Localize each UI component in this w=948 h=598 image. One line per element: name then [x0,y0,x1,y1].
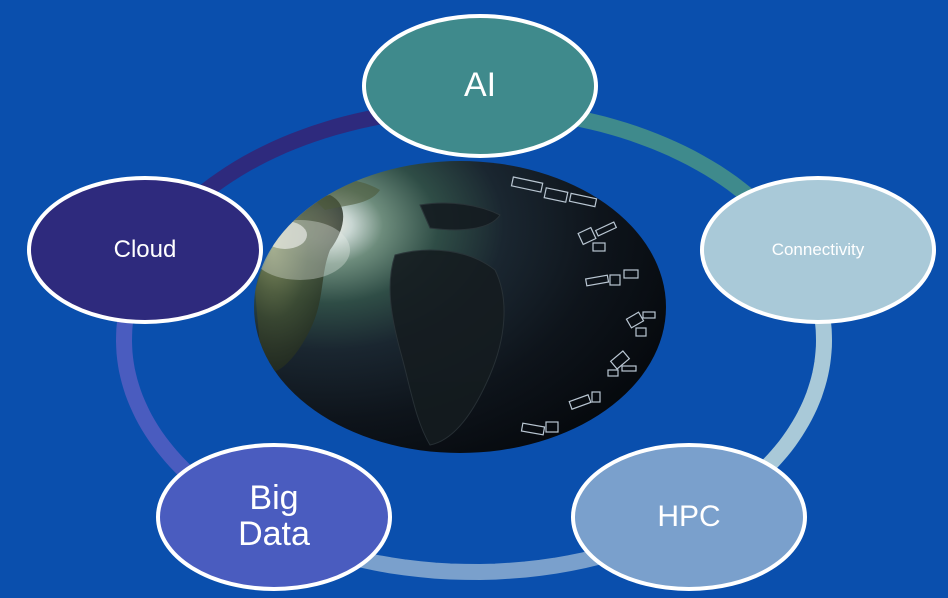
satellite-icon [577,221,618,252]
satellite-icon [510,176,598,208]
node-big-data [156,443,392,591]
node-hpc [571,443,807,591]
satellite-icon [625,311,656,337]
node-connectivity [700,176,936,324]
node-ai [362,14,598,158]
earth-globe [254,161,666,453]
satellite-icon [520,421,559,436]
diagram-nodes [27,14,936,591]
node-cloud [27,176,263,324]
satellite-icon [584,269,639,287]
satellite-icon [568,391,601,410]
satellite-icon [607,350,637,377]
satellite-icons [510,176,656,436]
